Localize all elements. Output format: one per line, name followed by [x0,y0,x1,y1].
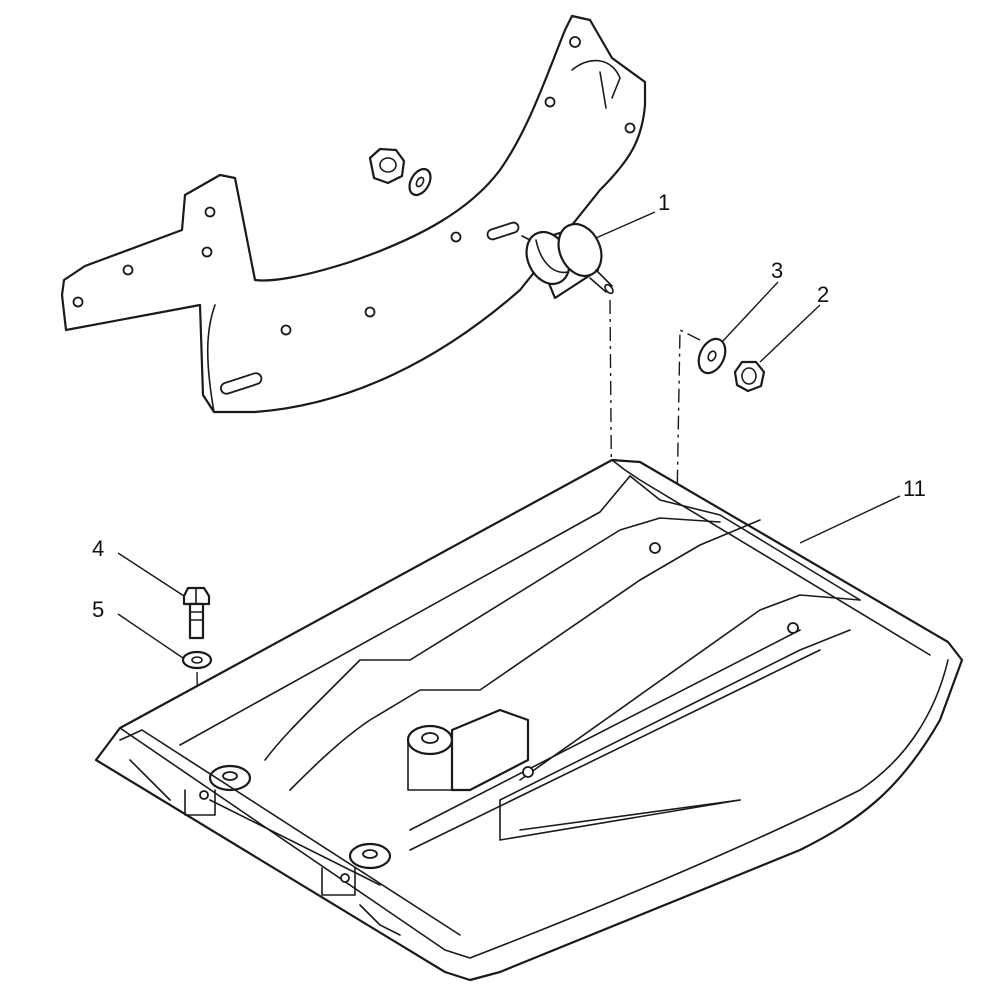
callout-11: 11 [903,476,926,501]
bolt-part-4 [182,586,211,640]
rubber-mount-part-1 [521,223,614,300]
bracket-nut-and-washer [368,147,432,197]
washer-part-5 [181,650,213,670]
mounting-bracket [60,14,647,414]
callout-2: 2 [817,282,829,307]
leader-lines [117,211,901,659]
washer-part-3 [697,337,727,375]
callout-3: 3 [771,258,783,283]
nut-part-2 [733,360,766,393]
callout-4: 4 [92,536,104,561]
seat-base-pan-part-11 [94,458,964,982]
callout-5: 5 [92,597,104,622]
callout-1: 1 [658,190,670,215]
